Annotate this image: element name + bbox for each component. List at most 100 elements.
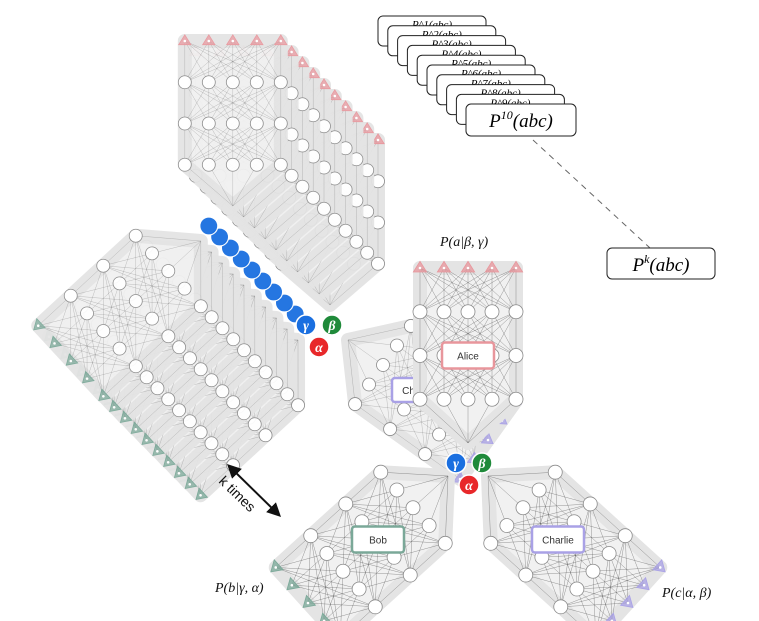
network-edge	[70, 265, 104, 296]
source-label-alpha: α	[465, 479, 473, 494]
network-edge	[490, 543, 526, 576]
neuron	[367, 599, 383, 615]
output-neuron	[484, 260, 500, 273]
network-edge	[54, 343, 120, 349]
network-edge	[208, 82, 257, 124]
network-edge	[54, 330, 104, 344]
network-edge	[103, 253, 153, 266]
network-edge	[347, 339, 370, 385]
network-edge	[157, 358, 191, 389]
network-edge	[208, 123, 233, 165]
neuron	[201, 116, 216, 131]
network-edge	[319, 252, 368, 295]
output-dot	[301, 61, 304, 65]
network-edge	[256, 123, 281, 165]
neuron	[360, 245, 375, 260]
neuron	[128, 359, 143, 374]
neuron	[249, 116, 264, 131]
network-edge	[70, 283, 120, 296]
source-label-alpha: α	[315, 341, 323, 356]
output-neuron	[605, 612, 617, 621]
output-dot	[355, 116, 358, 120]
network-edge	[184, 123, 209, 165]
network-edge	[487, 471, 556, 477]
source-gamma: γ	[295, 314, 317, 336]
neuron	[150, 381, 165, 396]
network-edge	[375, 574, 411, 607]
output-neuron	[109, 399, 122, 412]
network-edge	[178, 380, 212, 411]
neuron	[128, 294, 143, 308]
neuron	[237, 406, 251, 421]
output-dot	[442, 266, 446, 270]
network-edge	[340, 571, 344, 621]
neuron	[226, 332, 241, 347]
network-edge	[232, 164, 257, 207]
output-dot	[53, 342, 56, 345]
network-edge	[184, 82, 233, 124]
output-neuron	[195, 487, 209, 500]
network-edge	[222, 424, 255, 455]
neuron	[585, 563, 601, 579]
neuron	[247, 354, 262, 369]
network-edge	[390, 428, 440, 435]
neuron	[112, 276, 127, 291]
neuron	[412, 304, 428, 320]
network-edge	[525, 553, 610, 576]
network-edge	[361, 472, 381, 522]
output-dot	[274, 566, 278, 569]
network-edge	[265, 405, 299, 436]
neuron	[484, 304, 500, 320]
network-edge	[86, 265, 104, 314]
output-neuron	[436, 260, 452, 273]
network-edge	[70, 295, 104, 397]
output-dot	[123, 416, 127, 420]
network-edge	[184, 40, 257, 83]
neuron	[371, 256, 385, 271]
neuron	[225, 116, 240, 131]
network-edge	[103, 283, 120, 332]
network-edge	[576, 567, 661, 590]
output-dot	[199, 493, 202, 497]
conditional-label-charlie: P(c|α, β)	[661, 586, 712, 601]
network-edge	[184, 123, 257, 165]
network-edge	[135, 270, 169, 302]
output-dot	[231, 39, 235, 43]
output-dot	[255, 39, 259, 43]
k-times-indicator: k times	[216, 464, 281, 517]
neuron	[390, 338, 404, 353]
neuron	[397, 402, 411, 417]
neuron	[362, 377, 376, 392]
network-edge	[184, 82, 281, 124]
source-beta: β	[471, 452, 493, 474]
network-edge	[560, 606, 577, 621]
network-edge	[233, 372, 266, 403]
network-edge	[443, 399, 469, 444]
neuron	[247, 417, 262, 432]
network-edge	[184, 123, 281, 165]
network-edge	[135, 300, 201, 307]
neuron	[139, 370, 154, 385]
network-edge	[555, 472, 591, 505]
agent-label-bob: Bob	[369, 536, 387, 547]
neuron	[383, 422, 398, 436]
network-edge	[487, 475, 491, 544]
network-edge	[208, 123, 257, 165]
output-neuron	[460, 260, 476, 273]
network-edge	[151, 240, 201, 254]
network-edge	[208, 40, 281, 83]
output-dot	[322, 83, 326, 87]
neuron	[204, 436, 219, 451]
network-edge	[286, 219, 335, 262]
network-edge	[70, 360, 136, 367]
network-edge	[307, 535, 311, 604]
output-neuron	[480, 432, 494, 445]
network-edge	[208, 40, 257, 83]
distribution-box-pk: Pk(abc)	[606, 247, 716, 280]
network-edge	[168, 369, 201, 400]
network-edge	[184, 123, 233, 165]
network-edge	[375, 557, 395, 607]
neuron	[460, 304, 476, 320]
output-neuron	[619, 594, 634, 608]
network-edge	[560, 584, 645, 608]
